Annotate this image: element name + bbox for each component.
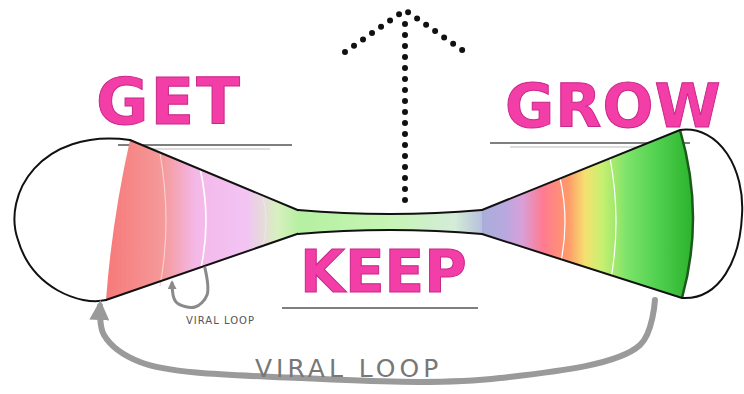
dotted-head: [345, 10, 465, 52]
stage-heading: GET: [96, 70, 242, 134]
dotted-up-arrow: [345, 10, 465, 200]
shape-stroke: [160, 153, 166, 286]
stage-heading: KEEP: [300, 243, 467, 301]
underline: [282, 307, 478, 309]
shape-group: [14, 139, 300, 302]
shape-outline: [482, 130, 742, 298]
shape-stroke: [680, 130, 693, 298]
shape-outline: [14, 139, 130, 302]
shape-outline: [298, 210, 482, 214]
shape-fill: [106, 140, 300, 300]
viral-loop-arrow: [172, 268, 208, 307]
grow-funnel: GROW: [470, 70, 744, 315]
shape-group: [482, 130, 742, 298]
dotted-shaft: [402, 14, 408, 200]
get-funnel: GET: [0, 68, 305, 315]
shape-outline: [130, 140, 300, 211]
shape-fill: [298, 210, 482, 234]
shape-outline: [298, 230, 482, 234]
shape-group: [298, 210, 482, 234]
edge-label: VIRAL LOOP: [186, 316, 255, 326]
shape-stroke: [560, 178, 565, 266]
stage-heading: GROW: [505, 76, 722, 136]
shape-fill: [482, 130, 693, 298]
edge-label: VIRAL LOOP: [255, 356, 442, 381]
viral-loop-arrow: [100, 300, 655, 382]
shape-outline: [106, 233, 300, 300]
shape-stroke: [200, 168, 206, 272]
shape-stroke: [262, 194, 266, 248]
keep-neck: KEEP: [280, 200, 490, 315]
shape-stroke: [610, 158, 616, 284]
underline: [140, 149, 270, 150]
